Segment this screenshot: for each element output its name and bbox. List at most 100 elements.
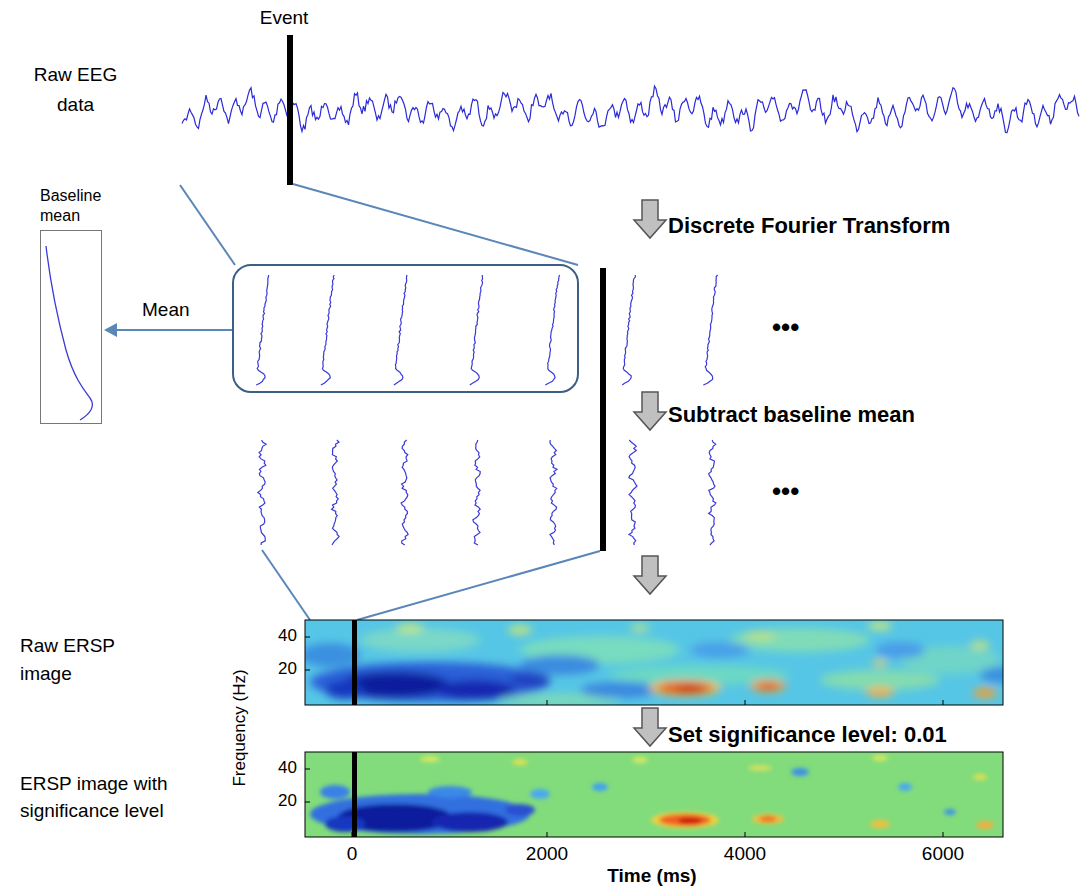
step-label: Discrete Fourier Transform: [668, 213, 950, 239]
event-marker: [600, 268, 606, 551]
axis-tick: 6000: [922, 842, 964, 865]
ellipsis: •••: [772, 476, 799, 507]
normalized-spectrum: [709, 440, 716, 545]
ersp-blob: [512, 759, 528, 765]
spectra: [256, 275, 717, 385]
ersp-blob: [744, 632, 776, 640]
baseline-box: Baseline mean: [40, 186, 130, 424]
normalized-spectrum: [550, 440, 557, 545]
ersp-blob: [898, 783, 912, 791]
normalized-spectrum: [258, 440, 266, 545]
axis-tick: 20: [278, 791, 297, 811]
spectrum-curve: [703, 275, 717, 385]
ersp-blob: [976, 821, 994, 829]
ersp-blob: [973, 774, 987, 780]
ersp-blob: [432, 812, 508, 832]
spectra: [258, 440, 716, 545]
ersp-blobs: [310, 755, 994, 834]
spectrum-curve: [256, 275, 269, 385]
event-marker: [352, 620, 357, 705]
ersp-blob: [730, 628, 870, 652]
step-arrow: [634, 392, 666, 430]
ersp-blob: [592, 783, 608, 791]
ersp-blob: [750, 680, 786, 692]
box-frame: [40, 230, 102, 424]
ersp-blobs: [305, 622, 1003, 705]
ersp-blob: [320, 785, 350, 799]
ersp-blob: [759, 816, 777, 822]
ersp-blob: [649, 680, 721, 696]
ersp-blob: [973, 688, 997, 698]
ersp-blob: [420, 756, 440, 762]
axis-tick: 20: [278, 659, 297, 679]
spectrum-curve: [394, 275, 407, 385]
ersp-ground: [305, 752, 1003, 837]
event-label: Event: [260, 6, 309, 29]
ersp-image: [305, 752, 1003, 837]
ersp-blob: [310, 794, 530, 834]
event-marker: [287, 35, 293, 185]
axis-tick: 40: [278, 758, 297, 778]
ersp-blob: [325, 681, 365, 699]
ersp-blob: [970, 641, 990, 649]
ersp-blob: [632, 757, 648, 763]
ersp-blob: [508, 626, 532, 634]
image-frame: [305, 620, 1003, 705]
ersp-blob: [676, 685, 704, 693]
step-label: Subtract baseline mean: [668, 402, 915, 428]
arrow-label: Mean: [142, 298, 190, 321]
ersp-blob: [651, 812, 719, 828]
zoom-line: [293, 184, 578, 265]
image-frame: [305, 752, 1003, 837]
axis-tick: 0: [347, 842, 358, 865]
spectrum-curve: [622, 275, 635, 385]
panel-label: Raw ERSP image: [20, 632, 150, 688]
event-marker: [352, 752, 357, 837]
axis-title: Frequency (Hz): [230, 669, 250, 786]
ellipsis: •••: [772, 312, 799, 343]
step-arrow: [634, 708, 666, 746]
ersp-blob: [510, 673, 550, 687]
baseline-curve: [46, 246, 92, 420]
ersp-blob: [944, 809, 956, 815]
ersp-blob: [428, 786, 472, 798]
normalized-spectrum: [332, 440, 340, 545]
ersp-blob: [872, 755, 888, 761]
normalized-spectrum: [401, 440, 408, 545]
zoom-line: [357, 551, 600, 620]
spectrum-curve: [545, 275, 559, 385]
ersp-blob: [690, 642, 750, 658]
zoom-line: [180, 185, 235, 265]
ersp-blob: [659, 814, 711, 826]
ersp-blob: [791, 768, 809, 776]
ersp-blob: [305, 643, 360, 667]
ersp-blob: [505, 804, 535, 816]
normalized-spectrum: [629, 440, 637, 545]
box-heading: Baseline mean: [40, 186, 130, 226]
panel-label: ERSP image with significance level: [20, 770, 215, 824]
ersp-blob: [657, 682, 713, 694]
arrowhead: [104, 323, 117, 337]
ersp-ground: [305, 620, 1003, 705]
ersp-blob: [870, 820, 890, 828]
ersp-blob: [866, 687, 894, 697]
axis-title: Time (ms): [607, 864, 696, 887]
step-arrow: [634, 556, 666, 594]
ersp-blob: [752, 814, 784, 824]
ersp-blob: [630, 625, 650, 631]
signal-label: Raw EEG data: [18, 60, 133, 120]
ersp-blob: [748, 765, 772, 771]
ersp-blob: [872, 660, 888, 666]
ersp-blob: [757, 682, 779, 690]
ersp-blob: [980, 667, 1003, 683]
ersp-blob: [678, 817, 702, 825]
axis-tick: 40: [278, 626, 297, 646]
baseline-group: [233, 265, 578, 392]
normalized-spectrum: [473, 440, 480, 545]
eeg-trace: [182, 86, 1079, 133]
ersp-blob: [325, 816, 365, 832]
ersp-image: [305, 620, 1003, 705]
ersp-blob: [580, 682, 660, 698]
spectrum-curve: [321, 275, 334, 385]
